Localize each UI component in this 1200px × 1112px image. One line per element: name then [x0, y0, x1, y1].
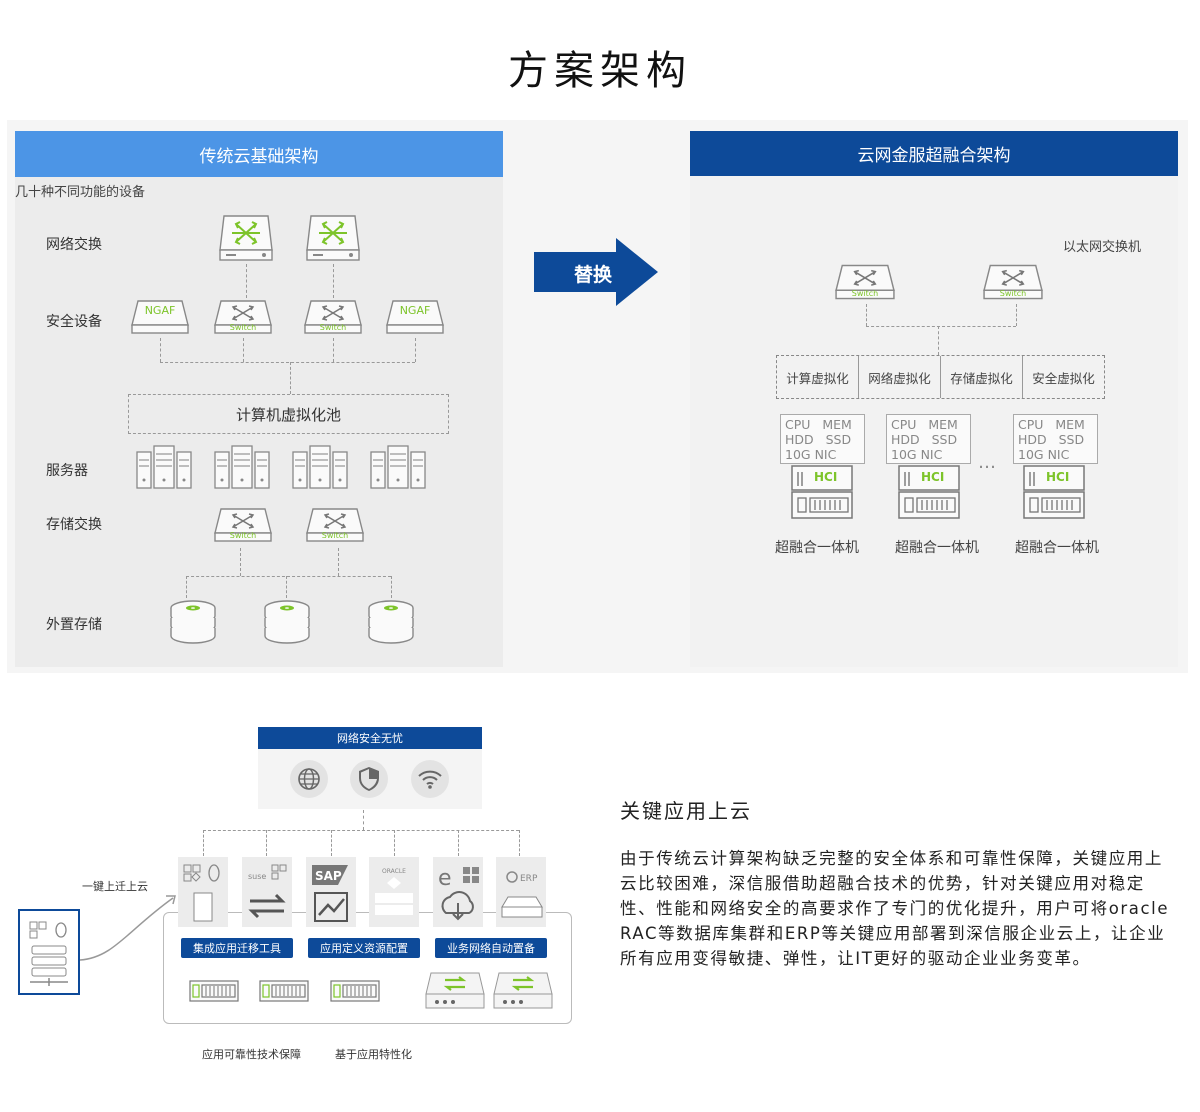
app-card-sap: SAP [306, 857, 356, 927]
page-title: 方案架构 [508, 48, 692, 94]
network-provision-button[interactable]: 业务网络自动置备 [435, 938, 547, 958]
switch-label: Switch [229, 323, 257, 332]
right-panel-header: 云网金服超融合架构 [690, 131, 1178, 176]
network-switch-icon [493, 972, 553, 1009]
one-click-migrate-label: 一键上迁上云 [82, 880, 148, 893]
switch-label: Switch [229, 531, 257, 540]
server-rack-icon [369, 444, 429, 490]
disk-storage-icon [366, 598, 416, 648]
switch-label: Switch [851, 289, 879, 298]
server-rack-icon [213, 444, 273, 490]
key-apps-body: 由于传统云计算架构缺乏完整的安全体系和可靠性保障，关键应用上云比较困难，深信服借… [620, 849, 1170, 968]
hci-label: HCI [921, 470, 945, 484]
replace-arrow [534, 238, 658, 306]
hci-label: HCI [814, 470, 838, 484]
globe-icon [290, 760, 328, 798]
appliance-caption: 超融合一体机 [1015, 540, 1099, 556]
disk-storage-icon [262, 598, 312, 648]
caption-app-features: 基于应用特性化 [335, 1048, 412, 1061]
virt-network: 网络虚拟化 [859, 356, 941, 398]
app-card-erp: ERP [496, 857, 546, 927]
appliance-caption: 超融合一体机 [895, 540, 979, 556]
row-label-storage-switch: 存储交换 [46, 517, 102, 533]
replace-arrow-label: 替换 [574, 264, 613, 286]
app-card-oracle: ORACLE [369, 857, 419, 927]
platform-frame [163, 912, 572, 1024]
app-card-os [178, 857, 228, 927]
caption-reliability: 应用可靠性技术保障 [202, 1048, 301, 1061]
hci-spec-card: CPU MEM HDD SSD 10G NIC [780, 414, 865, 464]
migration-tool-button[interactable]: 集成应用迁移工具 [181, 938, 293, 958]
left-panel-header: 传统云基础架构 [15, 131, 503, 177]
resource-config-button[interactable]: 应用定义资源配置 [308, 938, 420, 958]
hci-spec-card: CPU MEM HDD SSD 10G NIC [886, 414, 971, 464]
ngaf-label: NGAF [144, 304, 176, 317]
appliance-caption: 超融合一体机 [775, 540, 859, 556]
suse-logo-text: suse [248, 872, 266, 881]
app-card-windows: e [433, 857, 483, 927]
sap-logo-text: SAP [315, 869, 342, 883]
network-switch-icon [425, 972, 485, 1009]
ngaf-label: NGAF [399, 304, 431, 317]
virt-compute: 计算虚拟化 [777, 356, 859, 398]
row-label-external-storage: 外置存储 [46, 617, 102, 633]
switch-label: Switch [321, 531, 349, 540]
left-panel-subtitle: 几十种不同功能的设备 [15, 185, 146, 200]
rack-unit-icon [259, 980, 309, 1002]
migrate-device [18, 895, 176, 995]
row-label-network-switch: 网络交换 [46, 237, 102, 253]
hci-spec-card: CPU MEM HDD SSD 10G NIC [1013, 414, 1098, 464]
core-router-icon [305, 214, 361, 262]
key-apps-title: 关键应用上云 [620, 799, 752, 823]
disk-storage-icon [168, 598, 218, 648]
shield-icon [350, 760, 388, 798]
row-label-servers: 服务器 [46, 463, 88, 479]
edge-logo-text: e [438, 866, 452, 891]
hci-label: HCI [1046, 470, 1070, 484]
app-card-suse: suse [242, 857, 292, 927]
virtualization-layer: 计算虚拟化 网络虚拟化 存储虚拟化 安全虚拟化 [776, 355, 1105, 399]
erp-logo-text: ERP [520, 874, 538, 884]
switch-label: Switch [319, 323, 347, 332]
rack-unit-icon [189, 980, 239, 1002]
wifi-icon [411, 760, 449, 798]
ethernet-switch-label: 以太网交换机 [1063, 240, 1142, 255]
switch-label: Switch [999, 289, 1027, 298]
compute-virtualization-pool: 计算机虚拟化池 [128, 394, 449, 434]
virt-storage: 存储虚拟化 [941, 356, 1023, 398]
rack-unit-icon [330, 980, 380, 1002]
row-label-security: 安全设备 [46, 314, 102, 330]
ellipsis: … [978, 452, 996, 473]
virt-security: 安全虚拟化 [1032, 370, 1095, 386]
server-rack-icon [291, 444, 351, 490]
core-router-icon [218, 214, 274, 262]
server-rack-icon [135, 444, 195, 490]
oracle-logo-text: ORACLE [382, 868, 406, 875]
net-safe-header: 网络安全无忧 [258, 727, 482, 749]
